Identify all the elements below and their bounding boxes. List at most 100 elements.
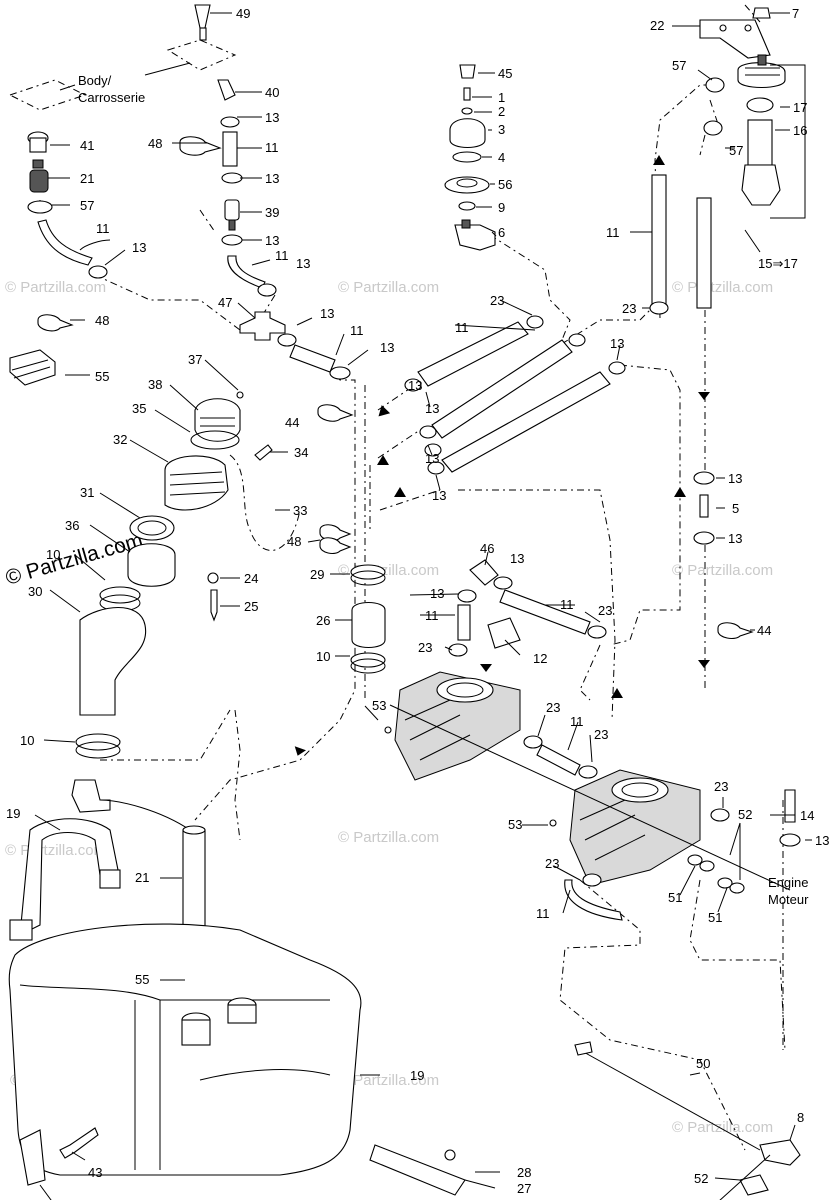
callout-39: 39 [265, 205, 279, 220]
callout-43: 43 [88, 1165, 102, 1180]
callout-48: 48 [287, 534, 301, 549]
callout-11: 11 [536, 906, 550, 921]
callout-38: 38 [148, 377, 162, 392]
callout-56: 55 [135, 972, 149, 987]
callout-13: 13 [408, 378, 422, 393]
callout-41: 41 [80, 138, 94, 153]
callout-23: 23 [546, 700, 560, 715]
callout-33: 33 [293, 503, 307, 518]
callout-58: 57 [80, 198, 94, 213]
callout-31: 31 [80, 485, 94, 500]
callout-13: 13 [425, 401, 439, 416]
callout-labels: 4 9 40 13 11 13 39 13 11 13 48 41 21 57 1… [6, 6, 829, 1196]
callout-13: 13 [510, 551, 524, 566]
callout-23: 23 [714, 779, 728, 794]
callout-9: 9 [498, 200, 505, 215]
callout-21: 21 [80, 171, 94, 186]
callout-52: 51 [668, 890, 682, 905]
callout-40: 40 [265, 85, 279, 100]
callout-54: 53 [372, 698, 386, 713]
carburetors [384, 671, 801, 921]
primer-hoses [404, 315, 626, 475]
watermark-text: © Partzilla.com [672, 1119, 773, 1136]
fuel-cap-assembly [444, 64, 496, 251]
watermark-text: © Partzilla.com [338, 279, 439, 296]
callout-34: 34 [294, 445, 308, 460]
callout-13: 13 [320, 306, 334, 321]
vent-assembly-left [8, 79, 108, 279]
callout-10: 10 [316, 649, 330, 664]
callout-10: 10 [46, 547, 60, 562]
callout-13: 13 [425, 451, 439, 466]
callout-36: 36 [65, 518, 79, 533]
callout-25: 25 [244, 599, 258, 614]
watermark-text: © Partzilla.com [672, 562, 773, 579]
callout-44: 44 [285, 415, 299, 430]
callout-13: 13 [380, 340, 394, 355]
callout-27: 27 [517, 1181, 531, 1196]
callout-23: 23 [622, 301, 636, 316]
callout-48: 48 [148, 136, 162, 151]
vent-hose-assembly [166, 4, 351, 380]
watermark-text: © Partzilla.com [5, 842, 106, 859]
callout-48: 48 [95, 313, 109, 328]
callout-18: 19 [6, 806, 20, 821]
body-note-en: Body/ [78, 73, 112, 88]
callout-10: 10 [20, 733, 34, 748]
fuel-sender [9, 779, 210, 987]
callout-51: 52 [694, 1171, 708, 1186]
callout-13: 13 [728, 471, 742, 486]
callout-2: 2 [498, 104, 505, 119]
engine-note-en: Engine [768, 875, 808, 890]
callout-24: 24 [244, 571, 258, 586]
callout-13: 13 [430, 586, 444, 601]
callout-4: 4 [498, 150, 505, 165]
range-note-15-17: 15⇒17 [758, 256, 798, 271]
carb-hoses [448, 559, 607, 779]
callout-55: 55 [95, 369, 109, 384]
callout-35: 35 [132, 401, 146, 416]
callout-23: 23 [490, 293, 504, 308]
callout-13: 13 [265, 110, 279, 125]
callout-54: 53 [508, 817, 522, 832]
callout-23: 23 [545, 856, 559, 871]
callout-13: 13 [296, 256, 310, 271]
filler-neck-assembly [75, 391, 301, 759]
callout-44: 44 [757, 623, 771, 638]
engine-note-fr: Moteur [768, 892, 809, 907]
callout-23: 23 [594, 727, 608, 742]
callout-13: 13 [265, 171, 279, 186]
callout-45: 45 [498, 66, 512, 81]
callout-58: 57 [672, 58, 686, 73]
callout-29: 29 [310, 567, 324, 582]
callout-20: 21 [135, 870, 149, 885]
vent-line-clamps [350, 564, 386, 674]
callout-12: 12 [533, 651, 547, 666]
clips [9, 136, 754, 640]
callout-17: 17 [793, 100, 807, 115]
callout-11: 11 [265, 140, 279, 155]
watermark-text: © Partzilla.com [672, 279, 773, 296]
callout-30: 30 [28, 584, 42, 599]
callout-11: 11 [570, 714, 584, 729]
callout-26: 26 [316, 613, 330, 628]
callout-14: 14 [800, 808, 814, 823]
callout-13: 13 [265, 233, 279, 248]
choke-cable-assembly [369, 1041, 801, 1196]
flow-arrows [294, 155, 710, 756]
callout-53: 52 [738, 807, 752, 822]
callout-52: 51 [708, 910, 722, 925]
callout-22: 22 [650, 18, 664, 33]
callout-13: 13 [132, 240, 146, 255]
callout-23: 23 [418, 640, 432, 655]
watermark-text: © Partzilla.com [5, 279, 106, 296]
callout-13: 13 [815, 833, 829, 848]
callout-13: 13 [610, 336, 624, 351]
fuel-filter-assembly [649, 7, 806, 545]
callout-13: 13 [728, 531, 742, 546]
leader-lines [34, 12, 812, 1200]
callout-11: 11 [425, 608, 439, 623]
callout-5: 5 [732, 501, 739, 516]
